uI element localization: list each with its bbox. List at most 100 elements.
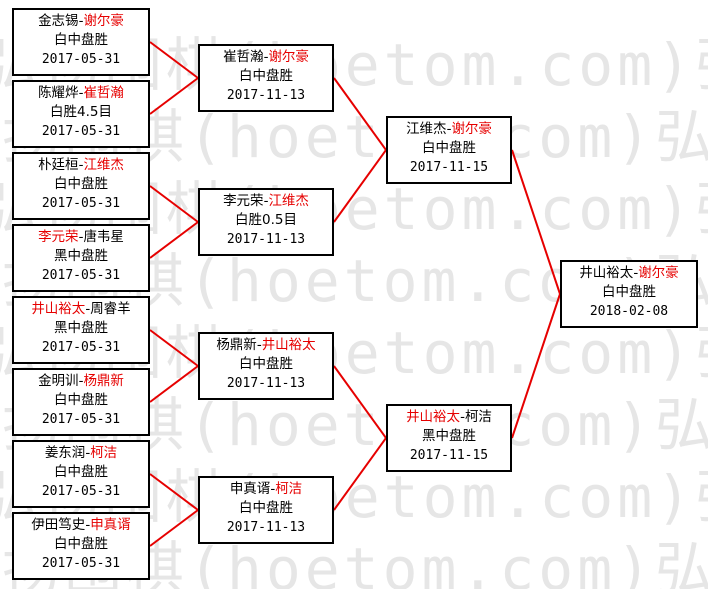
player-2: 周睿羊 bbox=[90, 301, 131, 317]
player-1: 杨鼎新 bbox=[216, 337, 257, 353]
player-2: 谢尔豪 bbox=[83, 13, 124, 29]
player-separator: - bbox=[633, 265, 639, 281]
player-separator: - bbox=[85, 445, 91, 461]
player-1: 井山裕太 bbox=[31, 301, 86, 317]
match-date: 2017-11-15 bbox=[409, 448, 489, 463]
match-players: 井山裕太-柯洁 bbox=[388, 408, 510, 427]
player-2: 柯洁 bbox=[464, 409, 492, 425]
player-separator: - bbox=[256, 337, 262, 353]
player-1: 朴廷桓 bbox=[38, 157, 79, 173]
player-separator: - bbox=[85, 517, 91, 533]
match-players: 杨鼎新-井山裕太 bbox=[200, 336, 332, 355]
bracket-connector bbox=[149, 77, 199, 115]
bracket-connector bbox=[511, 149, 561, 295]
match-players: 陈耀烨-崔哲瀚 bbox=[14, 84, 148, 103]
match-box-r1-4: 李元荣-唐韦星黑中盘胜 2017-05-31 bbox=[12, 224, 150, 292]
match-result: 白中盘胜 bbox=[54, 176, 108, 192]
player-2: 江维杰 bbox=[268, 193, 309, 209]
bracket-connector bbox=[149, 329, 199, 367]
player-1: 李元荣 bbox=[38, 229, 79, 245]
match-result: 黑中盘胜 bbox=[54, 320, 108, 336]
player-separator: - bbox=[460, 409, 465, 425]
player-2: 柯洁 bbox=[275, 481, 303, 497]
match-result: 白中盘胜 bbox=[54, 32, 108, 48]
player-1: 姜东润 bbox=[44, 445, 86, 461]
match-result: 黑中盘胜 bbox=[54, 248, 108, 264]
player-1: 崔哲瀚 bbox=[223, 49, 264, 65]
match-date: 2017-11-15 bbox=[409, 160, 489, 175]
bracket-connector bbox=[333, 77, 387, 151]
match-result: 白中盘胜 bbox=[54, 464, 108, 480]
match-players: 姜东润-柯洁 bbox=[14, 444, 148, 463]
match-result: 白胜4.5目 bbox=[50, 104, 112, 120]
match-date: 2017-05-31 bbox=[41, 196, 121, 211]
match-result: 白中盘胜 bbox=[602, 284, 656, 300]
match-result: 白中盘胜 bbox=[54, 536, 108, 552]
match-date: 2017-11-13 bbox=[226, 88, 306, 103]
match-players: 李元荣-江维杰 bbox=[200, 192, 332, 211]
bracket-connector bbox=[333, 365, 387, 439]
player-2: 杨鼎新 bbox=[83, 373, 124, 389]
match-date: 2017-05-31 bbox=[41, 52, 121, 67]
player-separator: - bbox=[85, 301, 91, 317]
match-players: 井山裕太-谢尔豪 bbox=[562, 264, 696, 283]
bracket-connector bbox=[149, 185, 199, 223]
player-2: 申真谞 bbox=[90, 517, 131, 533]
bracket-connector bbox=[149, 509, 199, 547]
player-separator: - bbox=[263, 193, 269, 209]
match-date: 2017-05-31 bbox=[41, 268, 121, 283]
player-1: 井山裕太 bbox=[579, 265, 634, 281]
match-date: 2017-05-31 bbox=[41, 556, 121, 571]
match-date: 2017-05-31 bbox=[41, 340, 121, 355]
player-1: 申真谞 bbox=[229, 481, 271, 497]
player-2: 井山裕太 bbox=[261, 337, 316, 353]
bracket-connector bbox=[149, 365, 199, 403]
bracket-connector bbox=[149, 221, 199, 259]
match-date: 2017-05-31 bbox=[41, 124, 121, 139]
match-date: 2017-11-13 bbox=[226, 520, 306, 535]
player-separator: - bbox=[270, 481, 276, 497]
match-players: 李元荣-唐韦星 bbox=[14, 228, 148, 247]
match-result: 白中盘胜 bbox=[54, 392, 108, 408]
player-separator: - bbox=[78, 157, 84, 173]
player-separator: - bbox=[263, 49, 269, 65]
match-result: 白中盘胜 bbox=[422, 140, 476, 156]
match-players: 井山裕太-周睿羊 bbox=[14, 300, 148, 319]
player-separator: - bbox=[78, 229, 84, 245]
match-result: 白中盘胜 bbox=[239, 68, 293, 84]
player-2: 谢尔豪 bbox=[451, 121, 492, 137]
player-2: 谢尔豪 bbox=[638, 265, 679, 281]
match-box-r1-8: 伊田笃史-申真谞白中盘胜 2017-05-31 bbox=[12, 512, 150, 580]
match-players: 伊田笃史-申真谞 bbox=[14, 516, 148, 535]
match-box-r1-3: 朴廷桓-江维杰白中盘胜 2017-05-31 bbox=[12, 152, 150, 220]
player-separator: - bbox=[78, 373, 84, 389]
match-players: 朴廷桓-江维杰 bbox=[14, 156, 148, 175]
player-1: 金明训 bbox=[38, 373, 79, 389]
bracket-connector bbox=[149, 473, 199, 511]
player-1: 井山裕太 bbox=[406, 409, 461, 425]
match-box-r1-2: 陈耀烨-崔哲瀚白胜4.5目 2017-05-31 bbox=[12, 80, 150, 148]
match-result: 黑中盘胜 bbox=[422, 428, 476, 444]
player-1: 李元荣 bbox=[223, 193, 264, 209]
match-players: 金明训-杨鼎新 bbox=[14, 372, 148, 391]
player-separator: - bbox=[78, 85, 84, 101]
bracket-connector bbox=[333, 149, 387, 223]
player-1: 江维杰 bbox=[406, 121, 447, 137]
match-date: 2018-02-08 bbox=[589, 304, 669, 319]
player-1: 陈耀烨 bbox=[38, 85, 79, 101]
player-1: 金志锡 bbox=[38, 13, 79, 29]
bracket-connector bbox=[333, 437, 387, 511]
match-result: 白胜0.5目 bbox=[235, 212, 297, 228]
match-date: 2017-11-13 bbox=[226, 232, 306, 247]
match-players: 崔哲瀚-谢尔豪 bbox=[200, 48, 332, 67]
